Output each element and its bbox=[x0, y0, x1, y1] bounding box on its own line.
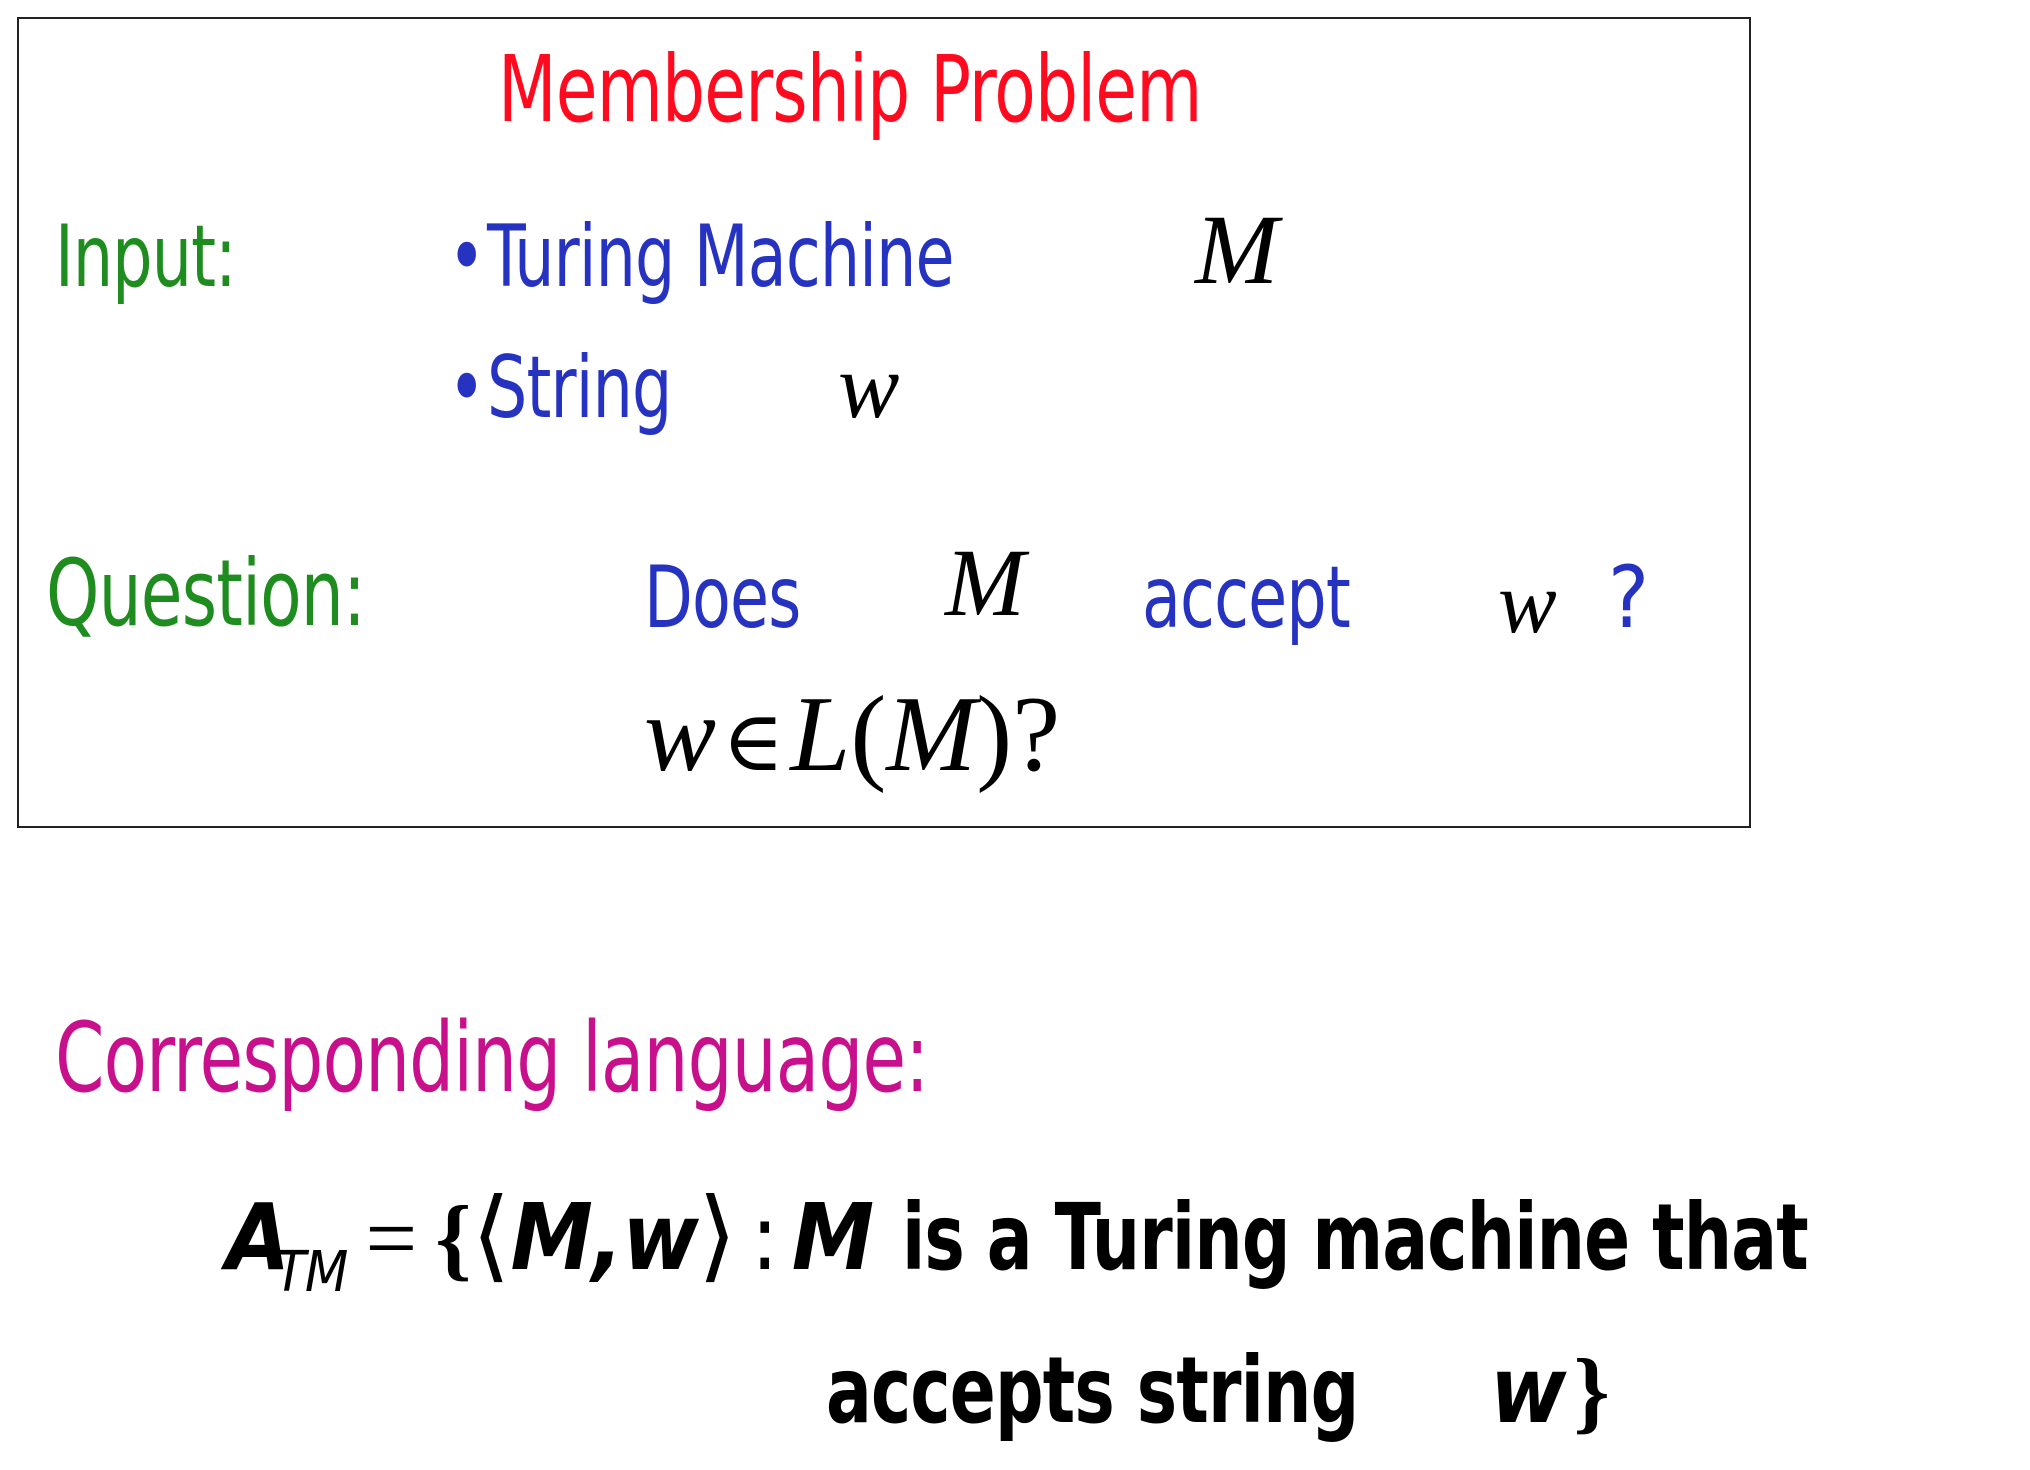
corresponding-language-label: Corresponding language: bbox=[55, 1002, 929, 1114]
title-text: Membership Problem bbox=[498, 36, 1202, 143]
question-accept: accept bbox=[1142, 548, 1351, 648]
atm-definition-line2: accepts string bbox=[826, 1345, 1475, 1437]
right-angle: ⟩ bbox=[697, 1176, 737, 1293]
slide-title: Membership Problem bbox=[498, 44, 1202, 136]
definition-text-line1: is a Turing machine that bbox=[902, 1184, 1809, 1291]
question-does: Does bbox=[644, 548, 801, 648]
symbol-w: w bbox=[838, 335, 900, 437]
element-of-symbol: ∈ bbox=[722, 692, 785, 790]
definition-text-line2: accepts string bbox=[826, 1337, 1359, 1444]
atm-name: A bbox=[226, 1184, 290, 1291]
equals-sign: = bbox=[365, 1187, 418, 1289]
open-brace: { bbox=[435, 1187, 472, 1289]
bullet-icon: • bbox=[448, 207, 485, 307]
formula-close-paren: ) bbox=[976, 675, 1013, 794]
bullet-icon: • bbox=[448, 338, 485, 438]
symbol-w: w bbox=[1490, 1337, 1566, 1444]
atm-subscript: TM bbox=[275, 1240, 348, 1305]
question-label: Question: bbox=[46, 540, 366, 647]
formula-question: ? bbox=[1012, 675, 1061, 794]
colon: : bbox=[750, 1184, 779, 1291]
input-label: Input: bbox=[55, 207, 237, 307]
pair-M-w: M,w bbox=[510, 1184, 698, 1291]
symbol-M: M bbox=[1195, 194, 1279, 305]
close-brace: } bbox=[1573, 1340, 1610, 1442]
atm-definition-line1: ATM={⟨M,w⟩:M is a Turing machine that bbox=[226, 1185, 2007, 1301]
definition-tail: w} bbox=[1490, 1345, 1610, 1438]
formula-M: M bbox=[886, 675, 977, 794]
input-item-text: String bbox=[486, 338, 672, 438]
input-item-string: •String bbox=[448, 345, 712, 431]
symbol-M: M bbox=[791, 1184, 874, 1291]
left-angle: ⟨ bbox=[471, 1176, 511, 1293]
formula-open-paren: ( bbox=[850, 675, 887, 794]
input-item-text: Turing Machine bbox=[486, 207, 955, 307]
membership-problem-box bbox=[17, 17, 1751, 828]
formula-w: w bbox=[644, 675, 717, 794]
question-symbol-M: M bbox=[945, 529, 1025, 636]
question-symbol-w: w bbox=[1498, 555, 1557, 652]
membership-formula: w∈L(M)? bbox=[644, 680, 1060, 789]
formula-L: L bbox=[790, 675, 851, 794]
question-mark: ? bbox=[1608, 548, 1649, 648]
input-item-turing-machine: •Turing Machine bbox=[448, 214, 1056, 300]
